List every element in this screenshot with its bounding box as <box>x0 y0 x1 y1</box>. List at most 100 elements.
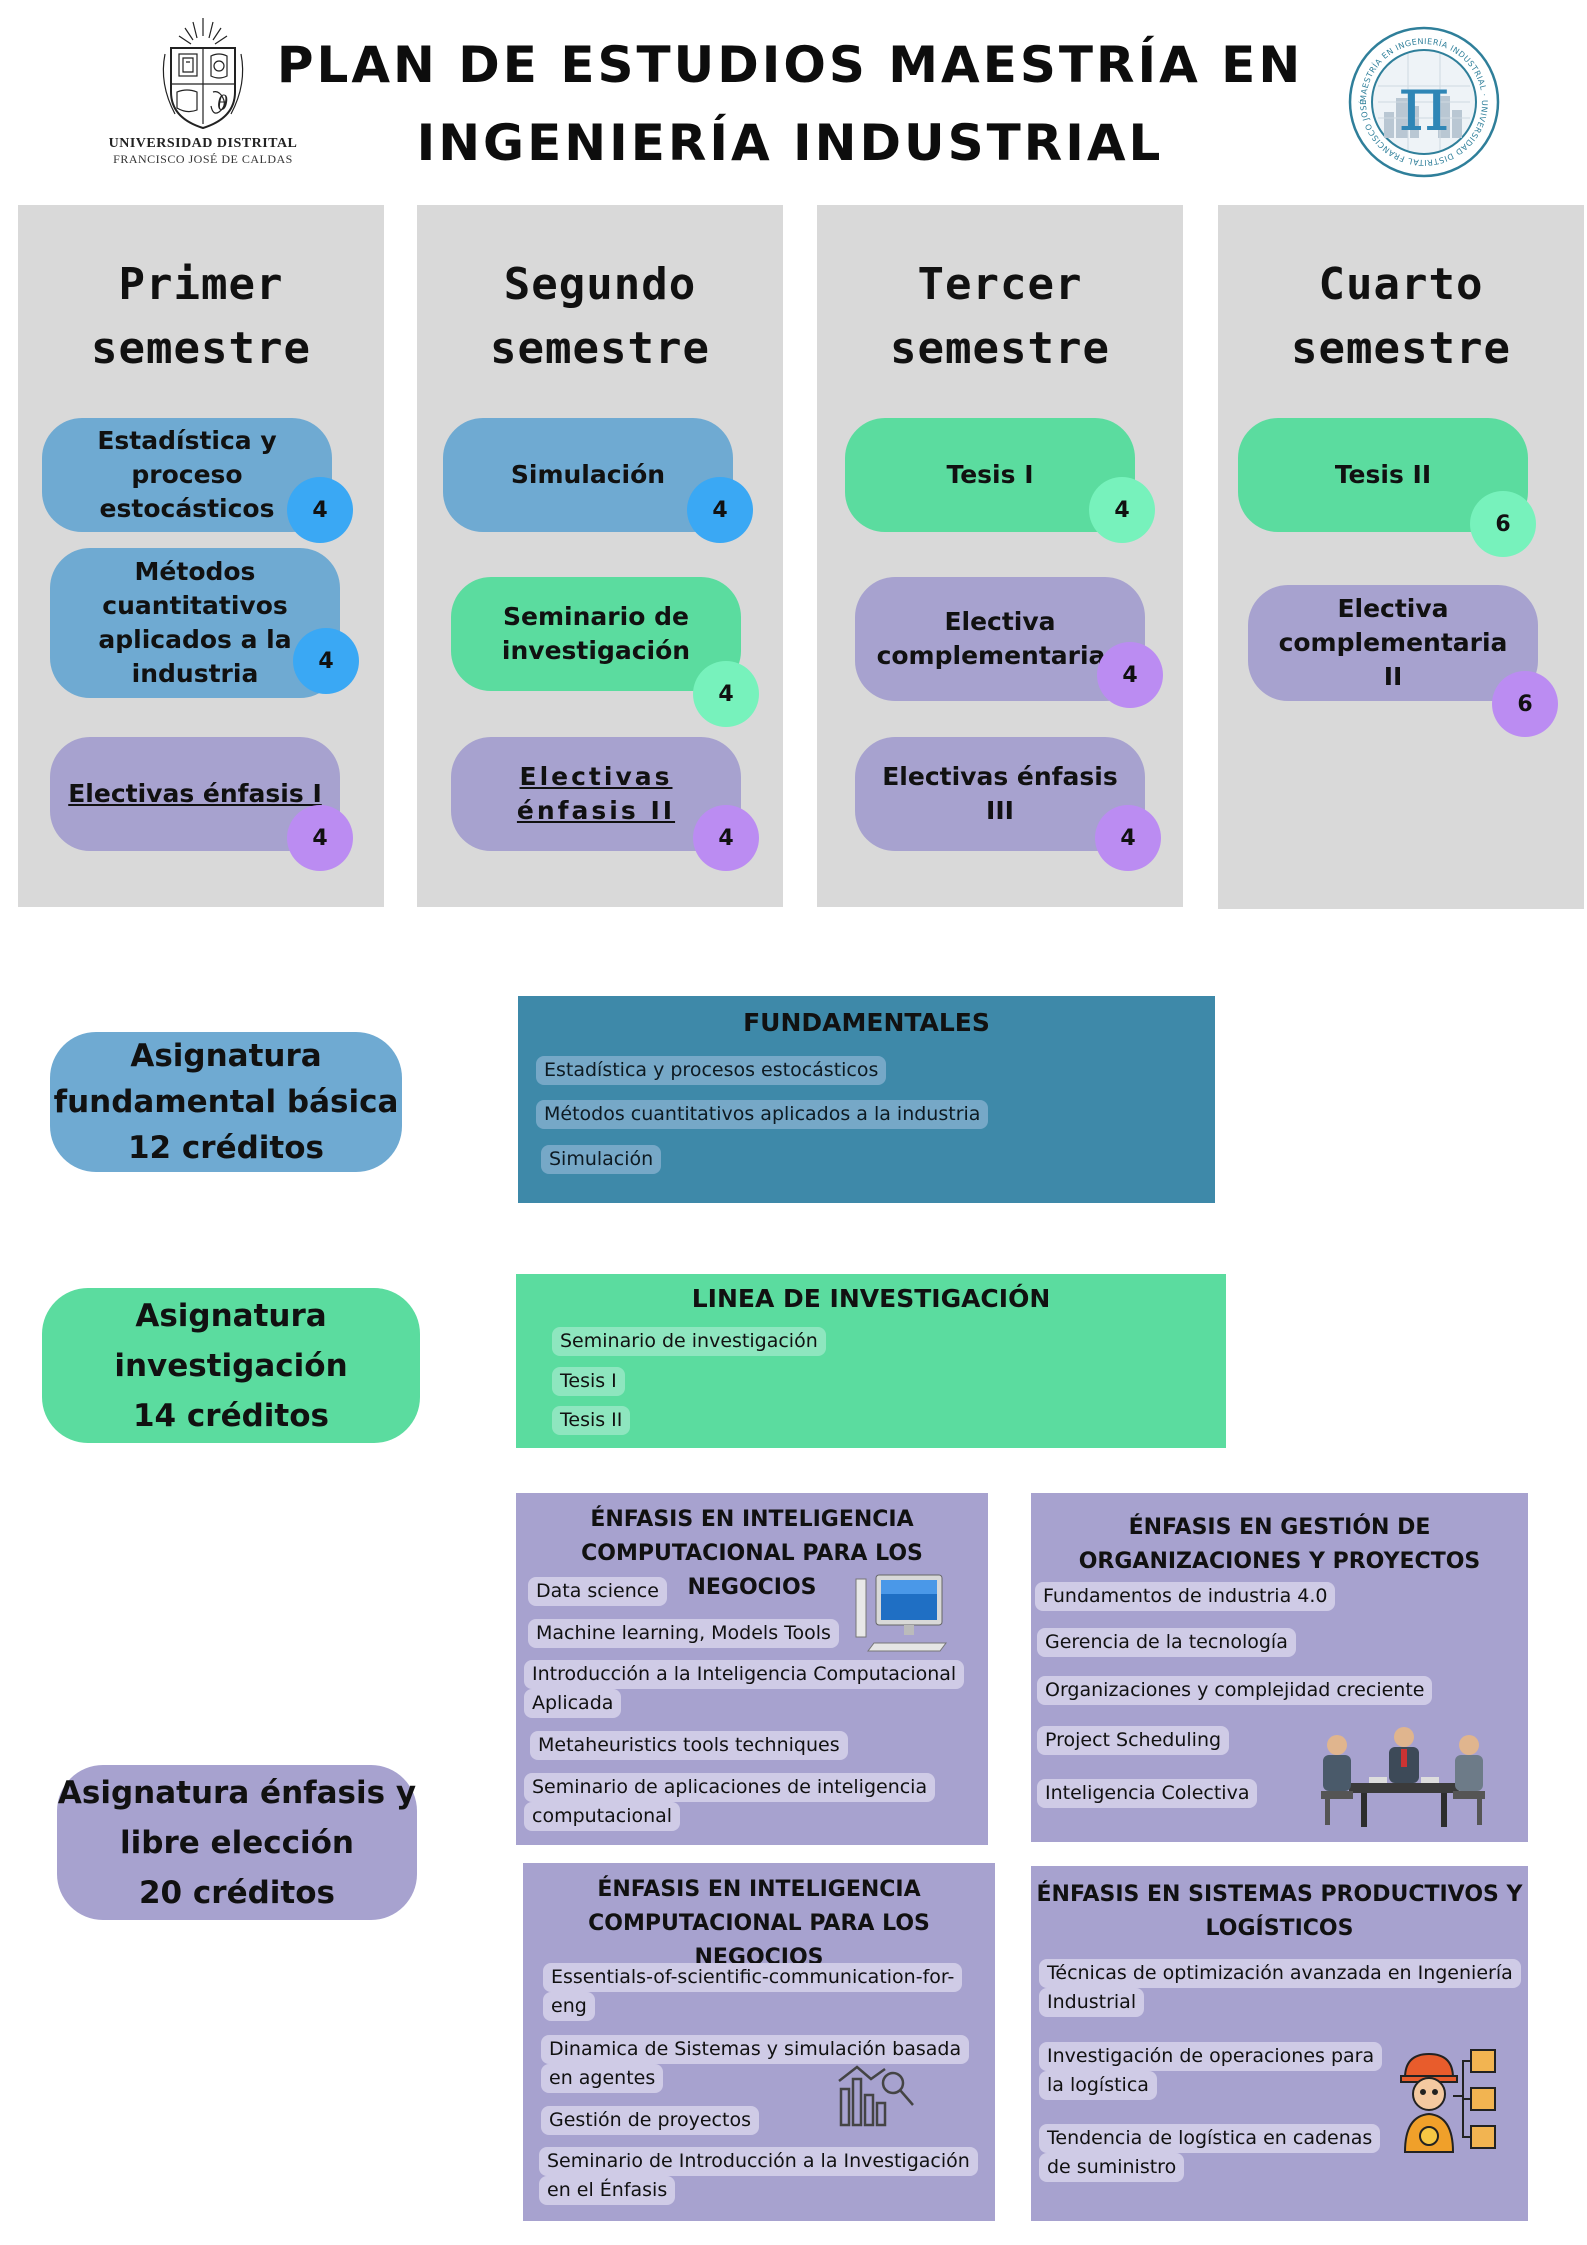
credits-badge: 6 <box>1492 671 1558 737</box>
category-line2: libre elección <box>120 1824 354 1861</box>
list-item: Gerencia de la tecnología <box>1037 1628 1296 1657</box>
category-line1: Asignatura <box>135 1297 327 1334</box>
list-item: Tesis I <box>552 1367 625 1396</box>
list-item: Essentials-of-scientific-communication-f… <box>543 1963 963 1992</box>
box-title-line2: COMPUTACIONAL PARA LOS NEGOCIOS <box>581 1541 923 1600</box>
university-name-line1: UNIVERSIDAD DISTRITAL <box>108 136 298 151</box>
svg-text:θ: θ <box>217 90 228 115</box>
semester-title: Tercer semestre <box>817 253 1183 381</box>
box-title-line1: ÉNFASIS EN INTELIGENCIA <box>590 1507 914 1532</box>
list-item: Simulación <box>541 1145 662 1174</box>
list-item: Machine learning, Models Tools <box>528 1619 839 1648</box>
course-pill: Tesis I <box>845 418 1135 532</box>
list-item-continuation: la logística <box>1039 2071 1157 2100</box>
investigacion-box: LINEA DE INVESTIGACIÓN Seminario de inve… <box>516 1274 1226 1448</box>
box-title: FUNDAMENTALES <box>743 1008 990 1037</box>
course-name: Electivas énfasis I <box>68 779 322 808</box>
category-enfasis: Asignatura énfasis y libre elección 20 c… <box>57 1765 417 1920</box>
semester-title: Cuarto semestre <box>1218 253 1584 381</box>
list-item: Inteligencia Colectiva <box>1037 1779 1258 1808</box>
list-item: Metaheuristics tools techniques <box>530 1731 848 1760</box>
list-item: Project Scheduling <box>1037 1726 1230 1755</box>
list-item-line1: Introducción a la Inteligencia Computaci… <box>532 1663 957 1685</box>
credits-badge: 4 <box>1095 805 1161 871</box>
pi-seal-icon: π MAESTRÍA EN INGENIERÍA INDUSTRIAL · UN… <box>1345 19 1500 178</box>
semester-column-4: Cuarto semestre Tesis II 6 Electiva comp… <box>1218 205 1584 909</box>
semester-title-line2: semestre <box>890 323 1110 374</box>
credits-badge: 4 <box>293 628 359 694</box>
list-item: Estadística y procesos estocásticos <box>536 1056 887 1085</box>
credits-badge: 4 <box>687 477 753 543</box>
list-item-continuation: computacional <box>524 1802 681 1831</box>
box-title-line1: ÉNFASIS EN INTELIGENCIA <box>597 1877 921 1902</box>
box-title: ÉNFASIS EN GESTIÓN DE ORGANIZACIONES Y P… <box>1031 1511 1528 1579</box>
course-name: Seminario de investigación <box>501 602 691 665</box>
semester-title-line1: Segundo <box>503 259 697 310</box>
course-name: Estadística y proceso estocásticos <box>97 426 277 523</box>
semester-title-line2: semestre <box>490 323 710 374</box>
category-line1: Asignatura <box>130 1038 322 1074</box>
university-crest-icon: θ <box>162 18 244 130</box>
credits-badge: 4 <box>287 805 353 871</box>
course-pill: Métodos cuantitativos aplicados a la ind… <box>50 548 340 698</box>
category-line1: Asignatura énfasis y <box>57 1774 417 1811</box>
semester-title-line1: Primer <box>118 259 284 310</box>
category-credits: 12 créditos <box>127 1130 324 1166</box>
credits-badge: 4 <box>693 805 759 871</box>
list-item: Seminario de aplicaciones de inteligenci… <box>524 1773 936 1802</box>
credits-badge: 6 <box>1470 491 1536 557</box>
box-title: ÉNFASIS EN INTELIGENCIA COMPUTACIONAL PA… <box>523 1873 995 1975</box>
program-logo: π MAESTRÍA EN INGENIERÍA INDUSTRIAL · UN… <box>1345 19 1500 178</box>
list-item: Tesis II <box>552 1406 631 1435</box>
category-investigacion: Asignatura investigación 14 créditos <box>42 1288 420 1443</box>
list-item: Gestión de proyectos <box>541 2106 759 2135</box>
category-line2: fundamental básica <box>53 1084 399 1120</box>
university-name-line2: FRANCISCO JOSÉ DE CALDAS <box>113 152 293 166</box>
box-title: ÉNFASIS EN SISTEMAS PRODUCTIVOS Y LOGÍST… <box>1031 1878 1528 1946</box>
semester-title: Primer semestre <box>18 253 384 381</box>
enfasis-box-sistemas-productivos: ÉNFASIS EN SISTEMAS PRODUCTIVOS Y LOGÍST… <box>1031 1866 1528 2221</box>
logistics-worker-icon <box>1400 2049 1496 2153</box>
university-logo: θ UNIVERSIDAD DISTRITAL FRANCISCO JOSÉ D… <box>108 14 298 182</box>
list-item-continuation: Aplicada <box>524 1689 622 1718</box>
box-title-line1: ÉNFASIS EN SISTEMAS PRODUCTIVOS Y <box>1036 1882 1523 1907</box>
course-pill: Electivas énfasis III <box>855 737 1145 851</box>
list-item: Fundamentos de industria 4.0 <box>1035 1582 1336 1611</box>
course-name: Simulación <box>510 460 666 489</box>
course-pill: Estadística y proceso estocásticos <box>42 418 332 532</box>
box-title-line1: ÉNFASIS EN GESTIÓN DE <box>1128 1515 1431 1540</box>
course-name: Tesis I <box>946 460 1034 489</box>
course-name: Electiva complementaria II <box>1278 594 1508 691</box>
course-pill: Electiva complementaria II <box>1248 585 1538 701</box>
list-item: Seminario de Introducción a la Investiga… <box>539 2147 978 2176</box>
list-item: Data science <box>528 1577 667 1606</box>
course-pill: Simulación <box>443 418 733 532</box>
semester-column-1: Primer semestre Estadística y proceso es… <box>18 205 384 907</box>
category-fundamental: Asignatura fundamental básica 12 crédito… <box>50 1032 402 1172</box>
category-line2: investigación <box>114 1347 348 1384</box>
credits-badge: 4 <box>1089 477 1155 543</box>
box-title-line2: LOGÍSTICOS <box>1205 1916 1354 1941</box>
business-meeting-icon <box>1321 1727 1485 1827</box>
course-name: Electiva complementaria I <box>876 607 1124 670</box>
pi-symbol: π <box>1398 59 1449 149</box>
semester-column-2: Segundo semestre Simulación 4 Seminario … <box>417 205 783 907</box>
credits-badge: 4 <box>1097 642 1163 708</box>
list-item: Investigación de operaciones para <box>1039 2042 1383 2071</box>
computer-monitor-icon <box>855 1574 947 1652</box>
page-title-line2: INGENIERÍA INDUSTRIAL <box>416 114 1164 172</box>
course-name: Electivas énfasis II <box>516 762 676 825</box>
fundamentales-box: FUNDAMENTALES Estadística y procesos est… <box>518 996 1215 1203</box>
course-pill: Electivas énfasis II <box>451 737 741 851</box>
list-item-continuation: de suministro <box>1039 2153 1185 2182</box>
list-item-continuation: Industrial <box>1039 1988 1145 2017</box>
semester-title-line1: Tercer <box>917 259 1083 310</box>
credits-badge: 4 <box>693 661 759 727</box>
list-item: Organizaciones y complejidad creciente <box>1037 1676 1433 1705</box>
list-item-continuation: en el Énfasis <box>539 2176 676 2205</box>
box-title: ÉNFASIS EN INTELIGENCIA COMPUTACIONAL PA… <box>516 1503 988 1605</box>
category-credits: 20 créditos <box>138 1874 335 1911</box>
course-name: Tesis II <box>1334 460 1432 489</box>
course-name: Electivas énfasis III <box>882 762 1118 825</box>
list-item-continuation: en agentes <box>541 2064 664 2093</box>
